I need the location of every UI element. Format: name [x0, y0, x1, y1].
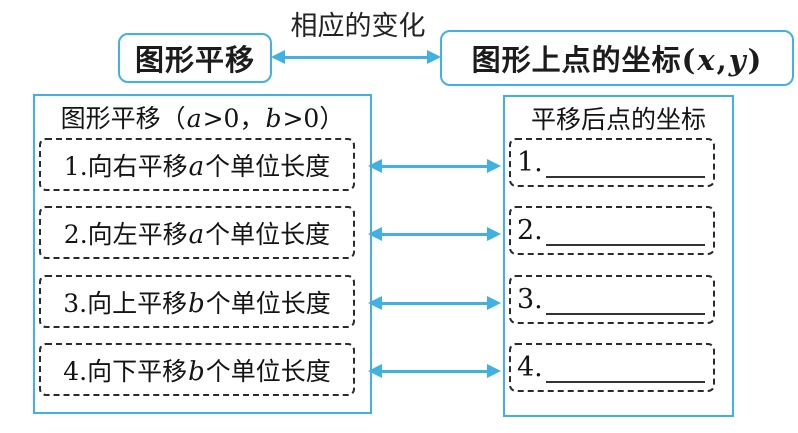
rule-prefix: 3.向上平移 — [63, 288, 188, 318]
answer-blank-line — [545, 357, 705, 383]
answer-number: 3. — [517, 284, 543, 315]
title-text-2: >0， — [202, 104, 265, 133]
rule-prefix: 1.向右平移 — [63, 151, 188, 181]
answer-number: 4. — [517, 352, 543, 383]
rule-prefix: 2.向左平移 — [63, 219, 188, 249]
double-arrow-icon — [368, 226, 501, 242]
title-b-var: b — [265, 104, 282, 133]
rule-text: 3.向上平移b个单位长度 — [63, 284, 331, 320]
rule-var: b — [188, 288, 205, 319]
rule-suffix: 个单位长度 — [205, 151, 331, 181]
panel-translation-title: 图形平移（a>0，b>0） — [35, 99, 370, 135]
answer-item-2: 2. — [509, 206, 715, 255]
title-text-1: 图形平移（ — [60, 104, 186, 133]
coords-open-paren: ( — [681, 43, 697, 77]
node-graph-translation-label: 图形平移 — [134, 43, 255, 77]
double-arrow-icon — [271, 49, 441, 65]
answer-item-3: 3. — [509, 275, 715, 324]
relation-label: 相应的变化 — [290, 11, 426, 42]
panel-translated-coordinates: 平移后点的坐标 1. 2. 3. 4. — [503, 95, 734, 417]
coords-close-paren: ) — [747, 43, 763, 77]
rule-prefix: 4.向下平移 — [63, 356, 188, 386]
double-arrow-icon — [368, 158, 501, 174]
answer-blank-line — [545, 289, 705, 315]
rule-suffix: 个单位长度 — [205, 219, 331, 249]
panel-coordinates-title: 平移后点的坐标 — [530, 105, 706, 134]
node-point-coordinates-label: 图形上点的坐标(x,y) — [472, 37, 763, 79]
answer-item-4: 4. — [509, 343, 715, 392]
rule-var: a — [188, 151, 205, 182]
rule-item-right: 1.向右平移a个单位长度 — [39, 138, 355, 191]
double-arrow-icon — [368, 295, 501, 311]
rule-var: b — [188, 356, 205, 387]
coords-y-var: y — [728, 43, 747, 77]
rule-item-up: 3.向上平移b个单位长度 — [39, 275, 355, 328]
rule-var: a — [188, 219, 205, 250]
panel-translation-rules: 图形平移（a>0，b>0） 1.向右平移a个单位长度 2.向左平移a个单位长度 … — [33, 94, 372, 414]
rule-text: 1.向右平移a个单位长度 — [64, 147, 330, 183]
rule-suffix: 个单位长度 — [205, 288, 331, 318]
double-arrow-icon — [368, 363, 501, 379]
node-graph-translation: 图形平移 — [118, 33, 272, 83]
rule-suffix: 个单位长度 — [205, 356, 331, 386]
rule-text: 4.向下平移b个单位长度 — [63, 352, 331, 388]
title-a-var: a — [186, 104, 202, 133]
answer-item-1: 1. — [509, 138, 715, 187]
answer-number: 1. — [517, 147, 543, 178]
coords-comma: , — [716, 43, 728, 77]
rule-item-left: 2.向左平移a个单位长度 — [39, 206, 355, 259]
rule-text: 2.向左平移a个单位长度 — [64, 215, 330, 251]
node-point-coordinates: 图形上点的坐标(x,y) — [440, 30, 794, 86]
answer-blank-line — [545, 152, 705, 178]
coords-text: 图形上点的坐标 — [471, 43, 682, 77]
answer-number: 2. — [517, 215, 543, 246]
title-text-3: >0） — [282, 104, 345, 133]
answer-blank-line — [545, 220, 705, 246]
coords-x-var: x — [697, 43, 716, 77]
rule-item-down: 4.向下平移b个单位长度 — [39, 343, 355, 396]
